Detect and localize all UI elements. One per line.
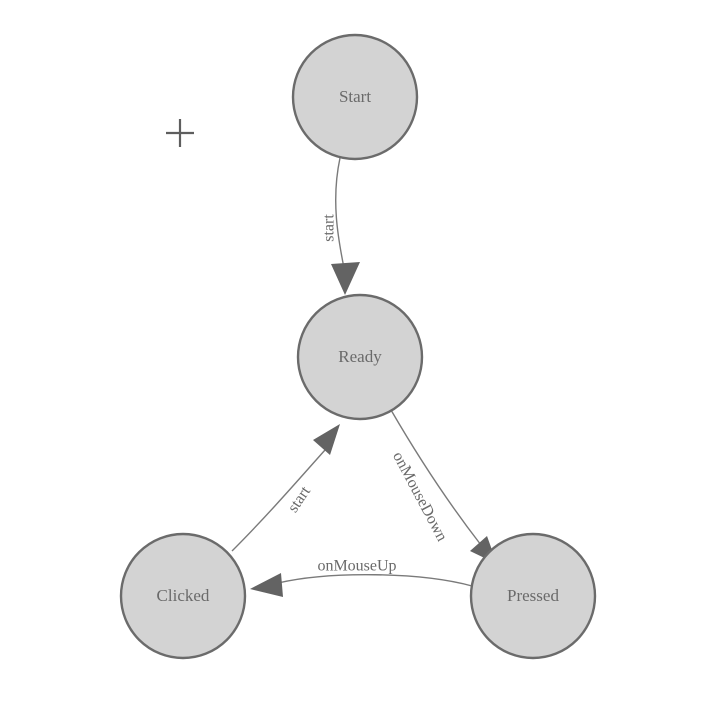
node-ready[interactable]: Ready (296, 293, 424, 421)
node-label-start: Start (339, 87, 371, 106)
arrow-head-clicked-to-ready (313, 424, 340, 455)
edge-label-clicked-to-ready: start (285, 483, 315, 516)
edge-ready-to-pressed[interactable]: onMouseDown (389, 409, 497, 564)
node-pressed[interactable]: Pressed (469, 532, 597, 660)
node-label-clicked: Clicked (157, 586, 210, 605)
node-circle-start[interactable] (291, 33, 419, 161)
node-circle-pressed[interactable] (469, 532, 597, 660)
edge-clicked-to-ready[interactable]: start (231, 424, 340, 552)
edge-path-ready-to-pressed (390, 409, 482, 546)
node-clicked[interactable]: Clicked (119, 532, 247, 660)
edge-label-pressed-to-clicked: onMouseUp (317, 558, 396, 575)
arrow-head-pressed-to-clicked (250, 573, 283, 597)
edge-path-pressed-to-clicked (277, 573, 473, 587)
node-label-pressed: Pressed (507, 586, 559, 605)
edge-pressed-to-clicked[interactable]: onMouseUp (250, 558, 473, 597)
edge-label-start-to-ready: start (321, 214, 338, 242)
arrow-head-start-to-ready (331, 262, 360, 295)
edge-path-clicked-to-ready (231, 449, 326, 552)
edge-path-start-to-ready (335, 157, 345, 269)
node-circle-clicked[interactable] (119, 532, 247, 660)
edge-start-to-ready[interactable]: start (321, 157, 360, 295)
node-circle-ready[interactable] (296, 293, 424, 421)
node-start[interactable]: Start (291, 33, 419, 161)
plus-marker-icon[interactable] (166, 119, 194, 147)
edge-label-ready-to-pressed: onMouseDown (389, 449, 450, 544)
node-label-ready: Ready (338, 347, 382, 366)
